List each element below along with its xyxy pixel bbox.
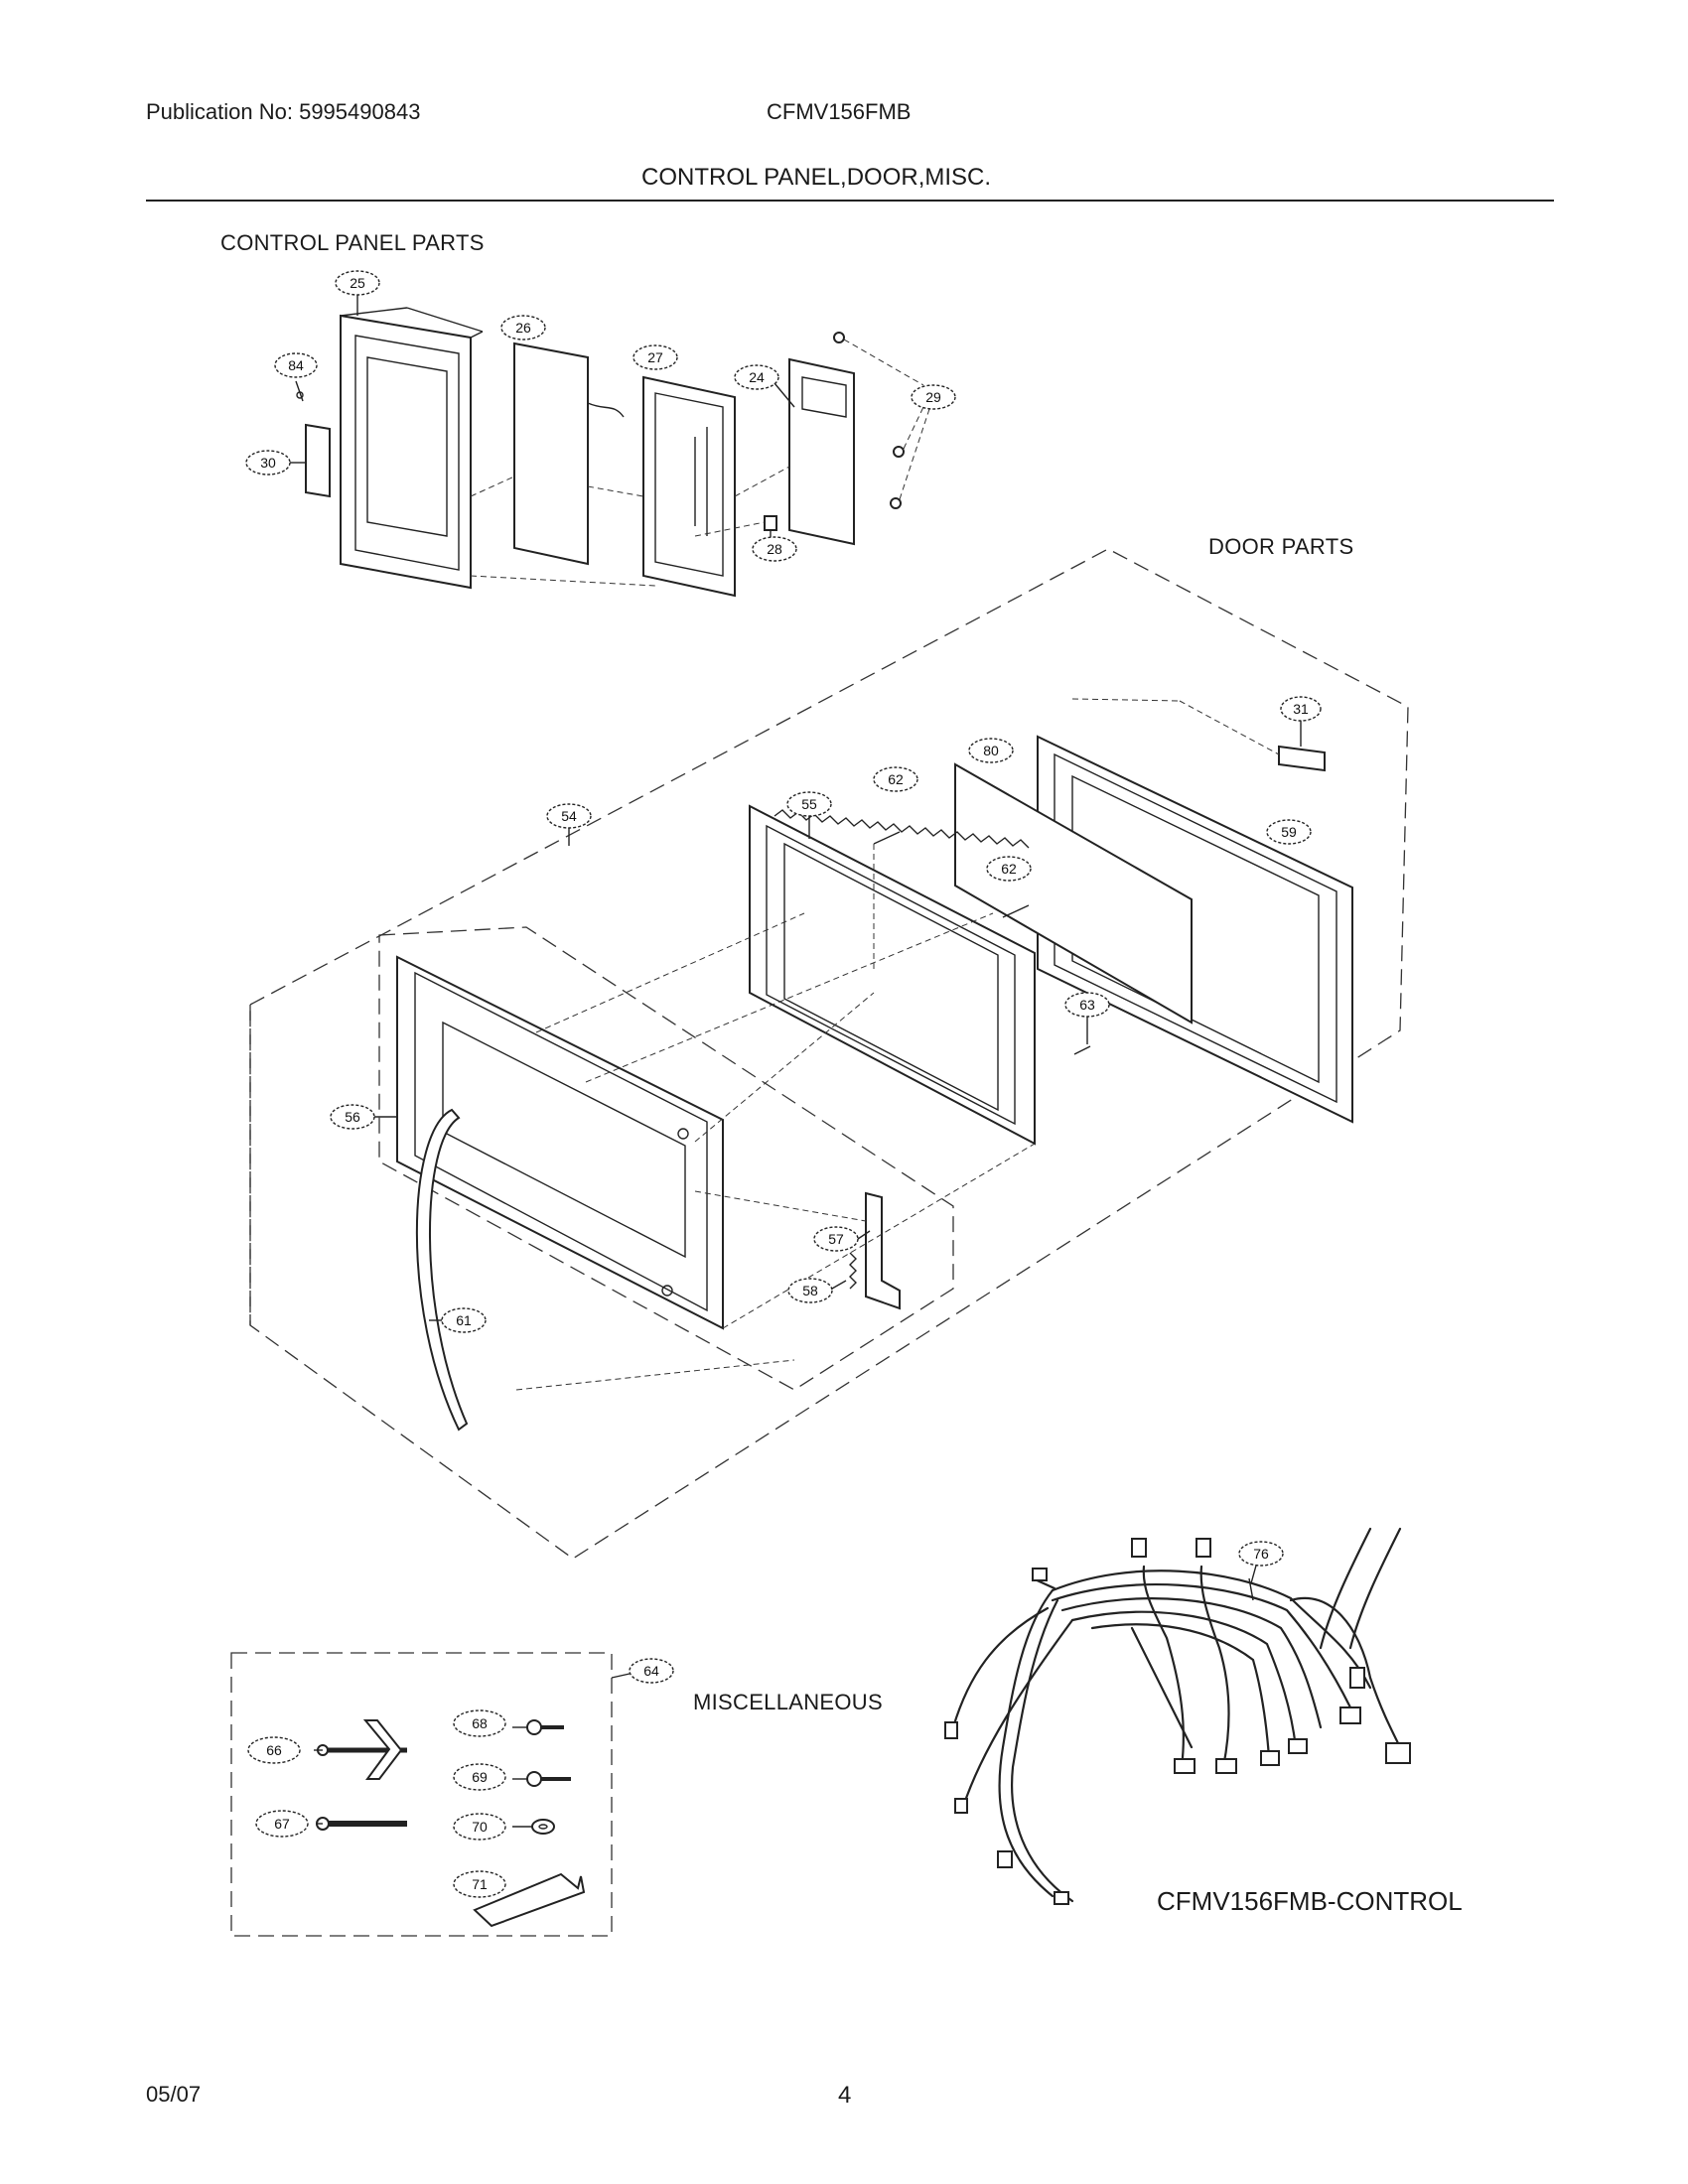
svg-text:67: 67 (274, 1816, 290, 1832)
part-label-70: 70 (453, 1813, 506, 1841)
part-label-31: 31 (1280, 696, 1322, 747)
screw-29-c (890, 497, 902, 509)
part-label-71: 71 (453, 1870, 506, 1898)
part-label-69: 69 (453, 1763, 506, 1791)
section-title-door: DOOR PARTS (1208, 534, 1354, 559)
svg-text:63: 63 (1079, 997, 1095, 1013)
svg-text:70: 70 (472, 1819, 488, 1835)
part-label-61: 61 (429, 1307, 487, 1333)
part-label-76: 76 (1238, 1541, 1284, 1584)
svg-text:66: 66 (266, 1742, 282, 1758)
model-number: CFMV156FMB (767, 99, 912, 124)
part-label-84: 84 (274, 352, 318, 378)
part-label-62-b: 62 (986, 856, 1032, 882)
svg-text:26: 26 (515, 320, 531, 336)
part-label-29: 29 (911, 384, 956, 410)
part-label-24: 24 (734, 364, 795, 408)
svg-text:29: 29 (925, 389, 941, 405)
part-label-25: 25 (335, 270, 380, 316)
svg-text:76: 76 (1253, 1546, 1269, 1562)
svg-text:28: 28 (767, 541, 782, 557)
membrane-sheet (513, 341, 589, 566)
screw-68 (526, 1719, 542, 1735)
svg-text:54: 54 (561, 808, 577, 824)
door-parts-group (249, 548, 1409, 1560)
part-label-30: 30 (245, 450, 306, 476)
connector-28 (764, 515, 777, 531)
part-label-66: 66 (247, 1736, 301, 1764)
svg-text:71: 71 (472, 1876, 488, 1892)
svg-text:25: 25 (350, 275, 365, 291)
screw-29-b (893, 446, 905, 458)
svg-text:58: 58 (802, 1283, 818, 1298)
svg-text:80: 80 (983, 743, 999, 758)
latch-spring (849, 1252, 857, 1290)
mounting-bracket-71 (473, 1872, 586, 1928)
page-number: 4 (838, 2082, 852, 2109)
door-screw-62-a (873, 831, 901, 845)
part-label-57: 57 (813, 1226, 871, 1252)
svg-text:59: 59 (1281, 824, 1297, 840)
harness-caption: CFMV156FMB-CONTROL (1157, 1886, 1463, 1916)
footer-date: 05/07 (146, 2082, 202, 2107)
wire-harness (944, 1527, 1411, 1905)
publication-number: Publication No: 5995490843 (146, 99, 421, 124)
svg-text:31: 31 (1293, 701, 1309, 717)
part-label-28: 28 (752, 530, 797, 562)
svg-text:55: 55 (801, 796, 817, 812)
section-title-misc: MISCELLANEOUS (693, 1690, 883, 1714)
door-front (396, 955, 724, 1330)
part-label-59: 59 (1266, 819, 1312, 845)
svg-text:56: 56 (345, 1109, 360, 1125)
screw-69 (526, 1771, 542, 1787)
door-screen-sheet (954, 762, 1193, 1024)
door-screw-63 (1073, 1045, 1091, 1055)
svg-text:24: 24 (749, 369, 765, 385)
svg-text:61: 61 (456, 1312, 472, 1328)
part-label-64: 64 (611, 1658, 674, 1684)
header-rule (146, 200, 1554, 202)
part-label-56: 56 (330, 1104, 397, 1130)
part-label-27: 27 (633, 344, 678, 370)
part-label-58: 58 (787, 1278, 847, 1303)
part-label-63: 63 (1064, 992, 1110, 1044)
washer-70 (531, 1819, 555, 1835)
svg-text:84: 84 (288, 357, 304, 373)
part-label-54: 54 (546, 803, 592, 846)
svg-text:62: 62 (1001, 861, 1017, 877)
pcb-bracket (642, 375, 736, 598)
svg-text:30: 30 (260, 455, 276, 471)
door-screw-62-b (1002, 904, 1030, 918)
svg-text:62: 62 (888, 771, 904, 787)
part-label-62-a: 62 (873, 766, 918, 792)
door-latch (1278, 745, 1326, 772)
control-panel-label-strip (305, 423, 331, 498)
svg-text:27: 27 (647, 349, 663, 365)
part-label-55: 55 (786, 791, 832, 839)
svg-text:69: 69 (472, 1769, 488, 1785)
control-board (788, 357, 855, 546)
part-label-67: 67 (255, 1810, 309, 1838)
control-panel-parts-group (295, 307, 930, 598)
part-label-68: 68 (453, 1709, 506, 1737)
svg-text:64: 64 (643, 1663, 659, 1679)
svg-text:57: 57 (828, 1231, 844, 1247)
section-title-control-panel: CONTROL PANEL PARTS (220, 230, 485, 255)
door-handle (415, 1108, 469, 1432)
page-title: CONTROL PANEL,DOOR,MISC. (641, 164, 992, 191)
svg-text:68: 68 (472, 1715, 488, 1731)
screw-29-a (833, 332, 845, 343)
latch-hook (865, 1191, 901, 1310)
misc-parts-group (230, 1652, 613, 1937)
control-panel-frame (340, 314, 472, 590)
part-label-80: 80 (968, 738, 1014, 763)
part-label-26: 26 (500, 315, 546, 341)
